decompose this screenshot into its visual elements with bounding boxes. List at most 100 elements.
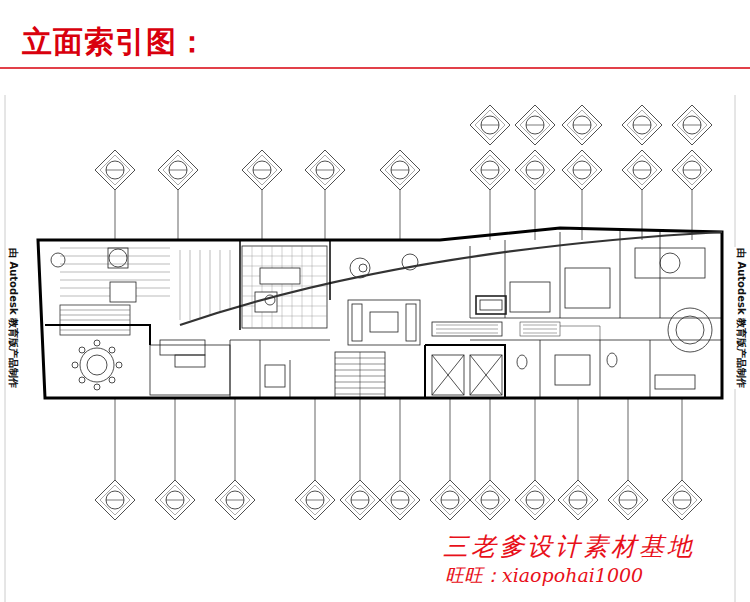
index-diamond [470,105,510,145]
index-divider [226,500,244,501]
index-diamond [242,150,282,190]
leader-line [115,398,116,480]
leader-line [450,398,451,480]
index-divider [391,170,409,171]
index-divider [619,500,637,501]
leader-line [315,398,316,480]
interior-wall [240,240,330,330]
index-diamond [295,480,335,520]
index-divider [481,125,499,126]
index-diamond-inner [435,485,465,515]
index-divider [569,500,587,501]
index-diamond-inner [475,110,505,140]
index-circle [633,116,651,134]
leader-line [175,398,176,480]
index-divider [169,170,187,171]
index-diamond [515,150,555,190]
index-diamond [672,105,712,145]
index-divider [441,500,459,501]
index-divider [633,125,651,126]
index-diamond [622,150,662,190]
index-circle [226,491,244,509]
index-diamond [158,150,198,190]
index-circle [526,116,544,134]
index-diamond-inner [667,485,697,515]
index-diamond [305,150,345,190]
leader-line [582,190,583,240]
leader-line [325,190,326,240]
index-diamond [562,105,602,145]
index-diamond-inner [520,110,550,140]
index-diamond [95,150,135,190]
core-wall [425,345,505,398]
building-outline [38,228,722,398]
index-divider [253,170,271,171]
index-divider [573,125,591,126]
index-circle [683,116,701,134]
index-circle [253,161,271,179]
leader-line [178,190,179,240]
index-diamond-inner [345,485,375,515]
index-circle [391,491,409,509]
shop-watermark: 三老爹设计素材基地 [443,530,695,563]
index-diamond-inner [567,155,597,185]
leader-line [682,398,683,480]
index-diamond-inner [627,155,657,185]
index-divider [481,170,499,171]
index-diamond-inner [567,110,597,140]
index-diamond-inner [563,485,593,515]
index-diamond-inner [310,155,340,185]
index-diamond-inner [160,485,190,515]
index-diamond-inner [247,155,277,185]
index-diamond-inner [100,485,130,515]
page-title: 立面索引图： [22,22,208,63]
index-diamond-inner [520,155,550,185]
index-diamond-inner [163,155,193,185]
index-diamond [558,480,598,520]
index-circle [106,161,124,179]
index-divider [306,500,324,501]
index-circle [351,491,369,509]
leader-line [115,190,116,240]
index-divider [316,170,334,171]
leader-line [535,190,536,240]
index-divider [673,500,691,501]
index-circle [441,491,459,509]
index-circle [526,161,544,179]
index-diamond-inner [475,485,505,515]
leader-line [400,190,401,240]
index-diamond [470,480,510,520]
index-circle [106,491,124,509]
leader-line [235,398,236,480]
index-diamond [608,480,648,520]
index-circle [391,161,409,179]
index-diamond-inner [677,110,707,140]
interior-wall [45,325,150,345]
index-circle [169,161,187,179]
index-circle [166,491,184,509]
title-rule [0,67,750,69]
leader-line [400,398,401,480]
index-circle [573,161,591,179]
index-divider [683,125,701,126]
leader-line [578,398,579,480]
leader-line [628,398,629,480]
index-diamond-inner [385,155,415,185]
index-divider [166,500,184,501]
leader-line [535,398,536,480]
index-diamond [515,105,555,145]
index-divider [526,500,544,501]
index-circle [316,161,334,179]
index-diamond [155,480,195,520]
index-diamond [470,150,510,190]
index-symbols [95,105,712,520]
index-divider [526,125,544,126]
watermark: 由 Autodesk 教育版产品制作 [734,247,748,389]
watermark: 由 Autodesk 教育版产品制作 [6,247,20,389]
index-divider [683,170,701,171]
index-circle [619,491,637,509]
index-diamond-inner [385,485,415,515]
shop-contact: 旺旺：xiaopohai1000 [445,563,643,589]
index-circle [481,161,499,179]
